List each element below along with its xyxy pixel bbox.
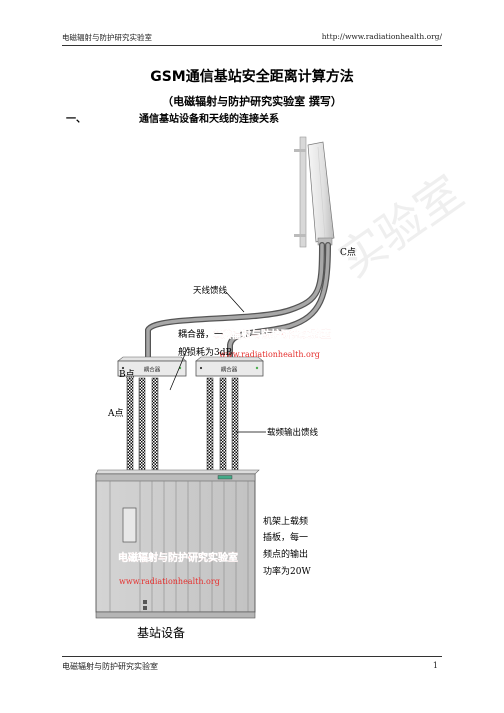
base-station-rack — [95, 469, 260, 619]
header-url: http://www.radiationhealth.org/ — [321, 32, 442, 41]
label-a-point: A点 — [107, 408, 124, 419]
label-rack-note-2: 插板，每一 — [263, 531, 308, 543]
page-subtitle: （电磁辐射与防护研究实验室 撰写） — [162, 95, 342, 108]
section-number: 一、 — [66, 114, 86, 125]
watermark-url-lower: www.radiationhealth.org — [119, 577, 220, 586]
feeder-cable — [145, 242, 331, 365]
watermark-large-text: 实验室 — [329, 165, 473, 288]
header-rule — [62, 45, 442, 46]
footer-lab-name: 电磁辐射与防护研究实验室 — [62, 662, 158, 671]
watermark-url-upper: www.radiationhealth.org — [219, 350, 320, 359]
watermark-lab-upper: 电磁辐射与防护研究实验室 — [211, 328, 331, 341]
svg-text:耦合器: 耦合器 — [221, 366, 238, 374]
label-feeder: 天线馈线 — [193, 285, 228, 296]
carrier-output-feeders — [126, 377, 239, 477]
label-rack-note-1: 机架上载频 — [263, 515, 308, 527]
label-b-point: B点 — [119, 369, 135, 380]
header-lab-name: 电磁辐射与防护研究实验室 — [62, 33, 152, 42]
label-combiner-note-2: 般损耗为3dB — [178, 346, 232, 358]
combiner-right: 耦合器 — [195, 356, 264, 377]
label-rack-note-4: 功率为20W — [263, 565, 311, 577]
label-carrier-feeder: 载频输出馈线 — [267, 427, 319, 438]
svg-text:耦合器: 耦合器 — [144, 366, 161, 374]
label-base-station: 基站设备 — [137, 626, 185, 640]
label-rack-note-3: 频点的输出 — [263, 548, 308, 560]
page-number: 1 — [432, 661, 438, 670]
label-combiner-note-1: 耦合器，一 — [178, 328, 223, 340]
label-c-point: C点 — [340, 247, 356, 258]
antenna — [294, 136, 335, 248]
watermark-lab-lower: 电磁辐射与防护研究实验室 — [118, 551, 238, 564]
footer-rule — [62, 656, 442, 657]
pointer-lines — [169, 291, 266, 433]
section-title: 通信基站设备和天线的连接关系 — [139, 114, 279, 125]
page-title: GSM通信基站安全距离计算方法 — [150, 69, 354, 85]
combiner-left: 耦合器 — [117, 356, 187, 377]
